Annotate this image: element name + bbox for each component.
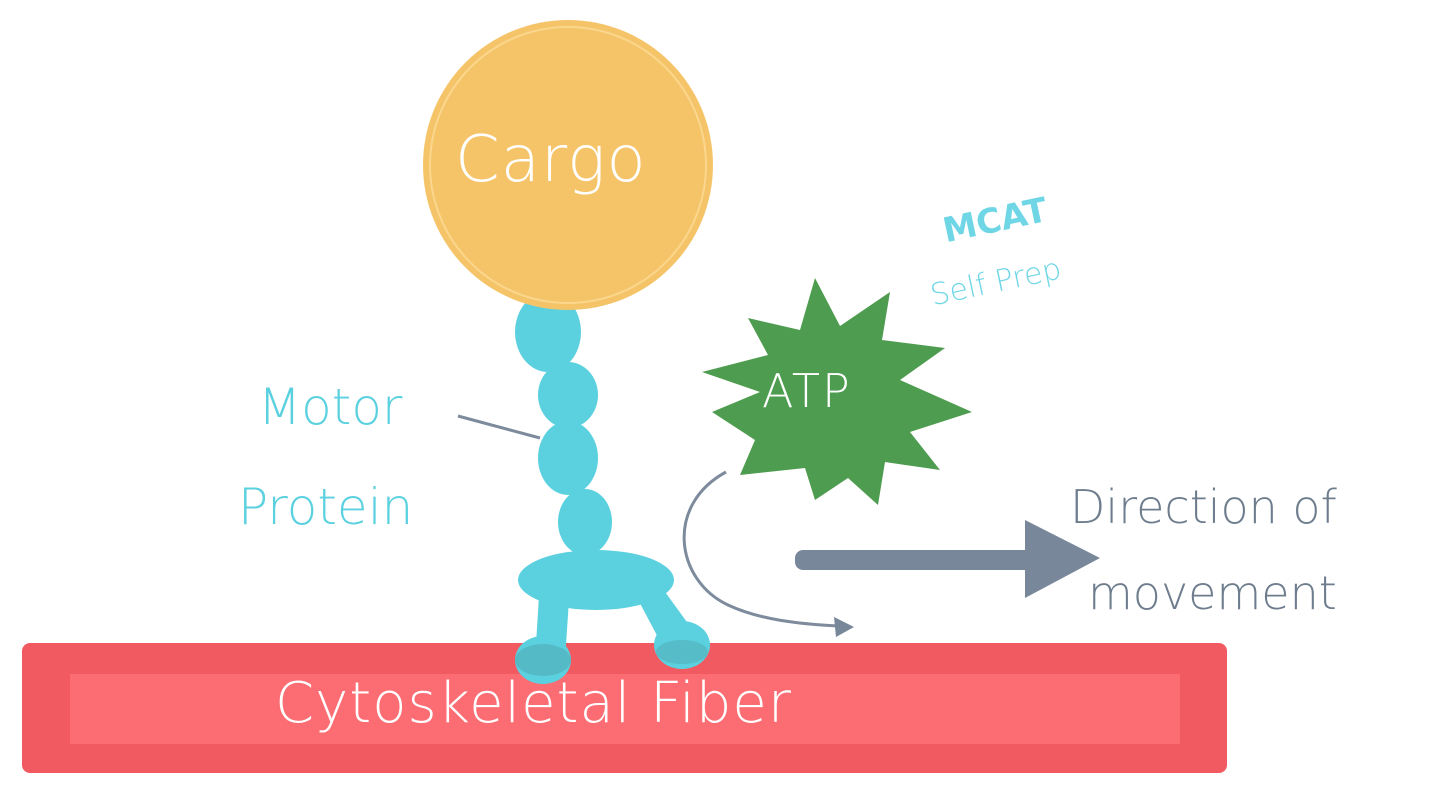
direction-label-line2: movement — [1088, 566, 1337, 620]
motor-protein-label-line2: Protein — [238, 478, 414, 536]
direction-arrow — [795, 520, 1100, 598]
cargo-circle — [423, 20, 713, 310]
cytoskeletal-fiber-label: Cytoskeletal Fiber — [275, 671, 792, 736]
direction-label-line1: Direction of — [1070, 480, 1337, 534]
atp-burst — [702, 278, 972, 505]
curved-arrow-head — [834, 617, 854, 637]
motor-segment — [538, 421, 598, 495]
motor-protein — [515, 292, 710, 684]
motor-segment — [515, 292, 581, 372]
motor-protein-label-line1: Motor — [258, 378, 403, 436]
atp-label: ATP — [762, 364, 852, 418]
foot-overlap-right — [656, 640, 708, 664]
motor-segment — [538, 362, 598, 428]
foot-overlap-left — [515, 644, 571, 676]
motor-pointer-line — [457, 414, 541, 440]
cytoskeletal-fiber — [22, 643, 1227, 773]
motor-segment — [558, 489, 612, 555]
cargo-label: Cargo — [455, 123, 647, 197]
atp-curved-arrow — [682, 470, 839, 628]
motor-base — [518, 550, 674, 610]
